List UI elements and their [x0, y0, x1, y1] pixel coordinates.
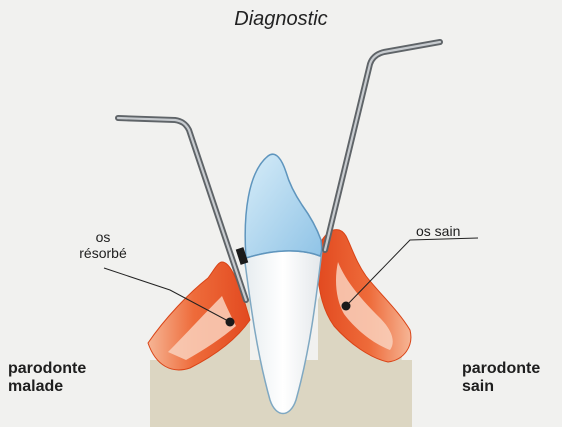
label-healthy-line2: sain — [462, 378, 562, 396]
label-healthy-periodontium: parodonte sain — [462, 360, 562, 396]
label-diseased-periodontium: parodonte malade — [8, 360, 138, 396]
label-resorbed-bone-line2: résorbé — [68, 246, 138, 262]
marker-resorbed-bone — [226, 318, 235, 327]
diagram-title: Diagnostic — [0, 8, 562, 30]
label-diseased-line1: parodonte — [8, 360, 138, 378]
marker-healthy-bone — [342, 302, 351, 311]
label-resorbed-bone: os résorbé — [68, 230, 138, 261]
tooth-crown — [245, 154, 321, 258]
label-healthy-line1: parodonte — [462, 360, 562, 378]
label-diseased-line2: malade — [8, 378, 138, 396]
periodontal-probe-right — [325, 42, 440, 250]
label-healthy-bone: os sain — [416, 224, 460, 240]
label-resorbed-bone-line1: os — [68, 230, 138, 246]
